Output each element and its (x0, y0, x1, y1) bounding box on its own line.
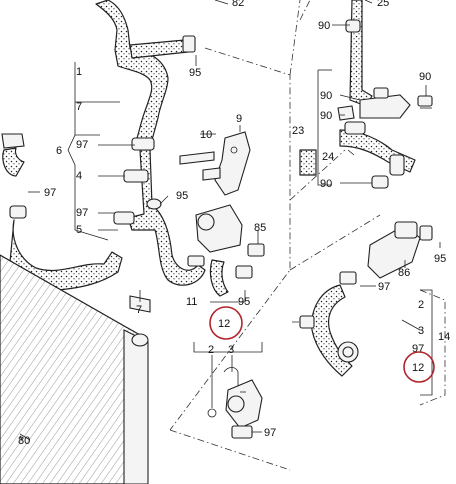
callout-25: 25 (377, 0, 389, 9)
lower-connector (19, 367, 263, 441)
callout-95-top: 95 (189, 67, 201, 79)
callout-3-right: 3 (418, 325, 424, 337)
callout-90-top: 90 (318, 20, 330, 32)
callout-14: 14 (438, 331, 450, 343)
callout-23: 23 (292, 125, 304, 137)
callout-90-r3: 90 (320, 110, 332, 122)
callout-12-left: 12 (218, 318, 230, 330)
highlight-part-12-left: 12 (209, 306, 243, 340)
callout-95-mid: 95 (176, 190, 188, 202)
callout-95-low: 95 (238, 296, 250, 308)
callout-95-r: 95 (434, 253, 446, 265)
callout-4: 4 (76, 170, 82, 182)
callout-6: 6 (56, 145, 62, 157)
lower-radiator-hose (299, 284, 359, 377)
callout-97-f: 97 (264, 427, 276, 439)
callout-12-right: 12 (412, 362, 424, 374)
callout-80: 80 (18, 435, 30, 447)
callout-24: 24 (322, 151, 334, 163)
auxiliary-pump (187, 204, 265, 297)
callout-86: 86 (398, 267, 410, 279)
middle-hose (113, 137, 206, 286)
callout-97-a: 97 (76, 139, 88, 151)
callout-85: 85 (254, 222, 266, 234)
upper-coolant-hose (95, 0, 196, 149)
callout-7-low: 7 (136, 304, 142, 316)
callout-3-left: 3 (228, 344, 234, 356)
callout-97-c: 97 (76, 207, 88, 219)
radiator (0, 254, 151, 484)
callout-labels: 82 25 90 95 1 7 6 97 4 97 97 5 10 9 95 8… (18, 0, 450, 447)
callout-90-r4: 90 (320, 178, 332, 190)
thermostat-housing (339, 221, 433, 285)
assembly-frames (169, 0, 446, 471)
heater-hoses (299, 0, 433, 189)
callout-90-r1: 90 (419, 71, 431, 83)
callout-97-b: 97 (44, 187, 56, 199)
callout-7-left: 7 (76, 101, 82, 113)
highlight-part-12-right: 12 (403, 351, 435, 383)
callout-97-d: 97 (378, 281, 390, 293)
callout-2-right: 2 (418, 299, 424, 311)
callout-90-r2: 90 (320, 90, 332, 102)
callout-82: 82 (232, 0, 244, 9)
leader-lines (19, 0, 441, 441)
callout-2-left: 2 (208, 344, 214, 356)
callout-1: 1 (76, 66, 82, 78)
callout-9: 9 (236, 113, 242, 125)
callout-5: 5 (76, 224, 82, 236)
mounting-bracket (179, 131, 251, 196)
lower-left-hose (1, 133, 123, 291)
callout-10: 10 (200, 129, 212, 141)
callout-11: 11 (186, 296, 197, 308)
